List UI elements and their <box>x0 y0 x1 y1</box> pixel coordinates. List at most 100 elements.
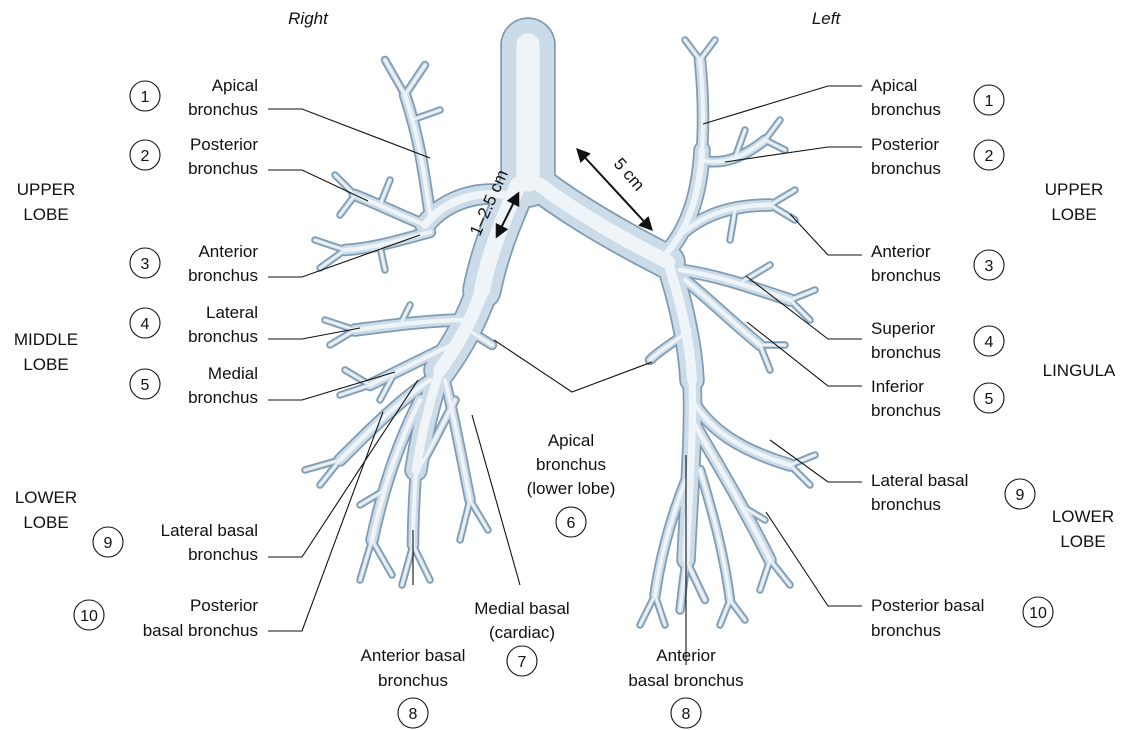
label-line-1: Posterior <box>871 135 939 154</box>
label-line-1: Medial <box>208 364 258 383</box>
bronchus-segment <box>640 595 655 625</box>
lobe-right-upper-line-2: LOBE <box>23 205 68 224</box>
label-number: 5 <box>985 391 994 408</box>
bronchus-segment <box>335 175 355 195</box>
label-line-2: (cardiac) <box>489 623 555 642</box>
label-line-2: bronchus <box>188 159 258 178</box>
label-apical-lower: Apical bronchus (lower lobe) 6 <box>527 431 616 537</box>
label-number: 8 <box>682 706 691 723</box>
label-line-2: bronchus <box>536 455 606 474</box>
bronchial-tree-illustration <box>305 40 815 625</box>
lobe-left-upper-line-2: LOBE <box>1051 205 1096 224</box>
leader-l-anterior <box>790 214 862 255</box>
label-line-2: basal bronchus <box>628 671 743 690</box>
label-number: 3 <box>141 256 150 273</box>
label-number: 8 <box>409 706 418 723</box>
bronchus-segment <box>413 545 430 580</box>
label-line-1: Medial basal <box>474 599 569 618</box>
left-side-heading: Left <box>812 9 842 28</box>
lobe-left-lower-line-1: LOWER <box>1052 507 1114 526</box>
lobe-left-lingula-line-1: LINGULA <box>1043 361 1116 380</box>
bronchus-segment <box>685 40 700 60</box>
label-r-lateral: 4 Lateral bronchus <box>130 303 258 346</box>
bronchus-segment <box>790 465 810 485</box>
bronchus-segment <box>385 60 405 95</box>
label-line-1: Anterior <box>871 242 931 261</box>
label-line-1: Posterior <box>190 135 258 154</box>
label-number: 4 <box>985 334 994 351</box>
label-line-2: bronchus <box>378 671 448 690</box>
label-medial-basal: Medial basal (cardiac) 7 <box>474 599 569 676</box>
label-line-1: Lateral basal <box>161 521 258 540</box>
right-side-heading: Right <box>288 9 329 28</box>
label-line-1: Apical <box>548 431 594 450</box>
bronchus-segment <box>730 600 745 620</box>
bronchus-segment <box>320 250 345 268</box>
bronchus-segment <box>770 205 795 220</box>
lobe-left-upper: UPPER LOBE <box>1045 180 1104 224</box>
label-l-anterior-basal: Anterior basal bronchus 8 <box>628 646 743 728</box>
label-line-1: Apical <box>871 76 917 95</box>
lobe-right-middle: MIDDLE LOBE <box>14 330 78 374</box>
label-number: 7 <box>518 654 527 671</box>
label-number: 10 <box>1029 605 1047 622</box>
lobe-right-upper-line-1: UPPER <box>17 180 76 199</box>
label-line-1: Anterior <box>656 646 716 665</box>
label-line-1: Lateral basal <box>871 471 968 490</box>
label-line-2: bronchus <box>871 100 941 119</box>
label-line-2: bronchus <box>871 495 941 514</box>
label-line-1: Anterior <box>198 242 258 261</box>
bronchus-segment <box>686 560 705 600</box>
bronchus-segment <box>405 65 425 95</box>
label-number: 10 <box>80 608 98 625</box>
label-number: 2 <box>985 148 994 165</box>
label-l-superior: Superior bronchus 4 <box>871 319 1004 362</box>
leader-medial-basal <box>472 415 520 585</box>
bronchus-segment <box>470 500 488 530</box>
lobe-right-lower-line-1: LOWER <box>15 488 77 507</box>
label-line-1: Anterior basal <box>361 646 466 665</box>
lobe-left-upper-line-1: UPPER <box>1045 180 1104 199</box>
lobe-right-middle-line-2: LOBE <box>23 355 68 374</box>
bronchus-segment <box>360 540 372 580</box>
label-l-apical: Apical bronchus 1 <box>871 76 1004 119</box>
label-l-posterior: Posterior bronchus 2 <box>871 135 1004 178</box>
label-line-2: bronchus <box>871 159 941 178</box>
label-line-2: bronchus <box>188 266 258 285</box>
label-number: 5 <box>141 377 150 394</box>
label-line-2: bronchus <box>871 343 941 362</box>
label-l-anterior: Anterior bronchus 3 <box>871 242 1004 285</box>
label-line-1: Inferior <box>871 377 924 396</box>
lobe-right-lower: LOWER LOBE <box>15 488 77 532</box>
lobe-left-lower: LOWER LOBE <box>1052 507 1114 551</box>
bronchus-segment <box>340 195 355 215</box>
measure-left-text: 5 cm <box>610 154 649 194</box>
label-number: 9 <box>1016 487 1025 504</box>
label-number: 6 <box>567 515 576 532</box>
label-r-lateral-basal: 9 Lateral basal bronchus <box>93 521 258 564</box>
label-line-1: Apical <box>212 76 258 95</box>
label-r-posterior-basal: 10 Posterior basal bronchus <box>74 596 258 640</box>
label-line-2: bronchus <box>188 388 258 407</box>
lobe-right-middle-line-1: MIDDLE <box>14 330 78 349</box>
leader-l-posterior-basal <box>766 512 862 606</box>
label-r-anterior: 3 Anterior bronchus <box>130 242 258 285</box>
label-number: 1 <box>141 89 150 106</box>
label-line-2: bronchus <box>871 266 941 285</box>
bronchus-segment <box>330 330 355 345</box>
label-l-posterior-basal: Posterior basal bronchus 10 <box>871 596 1053 640</box>
label-number: 4 <box>141 316 150 333</box>
label-r-anterior-basal: Anterior basal bronchus 8 <box>361 646 466 728</box>
label-line-1: Lateral <box>206 303 258 322</box>
label-line-1: Superior <box>871 319 936 338</box>
label-line-2: bronchus <box>871 401 941 420</box>
bronchus-segment <box>372 540 392 575</box>
bronchus-segment <box>540 185 668 262</box>
label-r-posterior: 2 Posterior bronchus <box>130 135 258 178</box>
label-line-2: bronchus <box>871 621 941 640</box>
lobe-right-lower-line-2: LOBE <box>23 513 68 532</box>
label-line-2: bronchus <box>188 545 258 564</box>
label-r-medial: 5 Medial bronchus <box>130 364 258 407</box>
label-number: 9 <box>104 535 113 552</box>
